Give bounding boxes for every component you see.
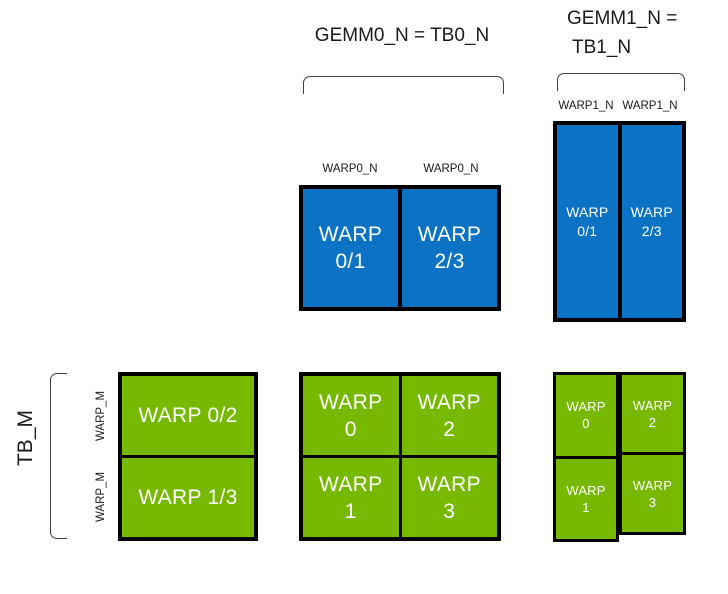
tb-tile-box: WARP 0/2 WARP 1/3 (118, 372, 258, 541)
warp-row: WARP 1/3 (122, 458, 254, 537)
warp-cell: WARP 0 (556, 375, 616, 456)
warp-cell: WARP 3 (622, 455, 683, 532)
gemm1-n-title-line2: TB1_N (572, 37, 632, 58)
gemm1-output-col-left: WARP 0 WARP 1 (553, 372, 619, 542)
gemm1-accumulator-box: WARP 0/1 WARP 2/3 (553, 121, 686, 322)
gemm1-n-title-line1: GEMM1_N = (567, 8, 678, 29)
warp-cell: WARP 2 (401, 376, 497, 455)
warp-cell: WARP 2/3 (621, 125, 682, 318)
warp-m-label-top: WARP_M (95, 390, 107, 442)
warp-cell: WARP 0/1 (303, 189, 398, 307)
warp-cell: WARP 1 (556, 458, 616, 539)
warp-m-label-bottom: WARP_M (95, 471, 107, 523)
tb-m-label: TB_M (14, 410, 37, 467)
warp-cell: WARP 2/3 (402, 189, 497, 307)
warp-cell: WARP 0/1 (557, 125, 618, 318)
warp-cell: WARP 2 (622, 375, 683, 452)
gemm0-n-title: GEMM0_N = TB0_N (314, 25, 490, 46)
gemm1-output-box: WARP 0 WARP 1 WARP 2 WARP 3 (553, 372, 686, 542)
gemm1-output-col-right: WARP 2 WARP 3 (619, 372, 686, 535)
warp-cell: WARP 0 (303, 376, 399, 455)
warp1-n-label-left: WARP1_N (558, 100, 614, 112)
tb-m-bracket (50, 373, 67, 539)
gemm0-accumulator-box: WARP 0/1 WARP 2/3 (299, 185, 501, 311)
warp-cell: WARP 3 (401, 458, 497, 537)
warp0-n-label-left: WARP0_N (322, 163, 378, 175)
warp-cell: WARP 1 (303, 458, 399, 537)
gemm1-n-bracket (557, 73, 685, 91)
gemm0-output-box: WARP 0 WARP 2 WARP 1 WARP 3 (299, 372, 501, 541)
warp-row: WARP 0/2 (122, 376, 254, 455)
warp0-n-label-right: WARP0_N (423, 163, 479, 175)
gemm0-n-bracket (303, 76, 504, 94)
warp1-n-label-right: WARP1_N (622, 100, 678, 112)
